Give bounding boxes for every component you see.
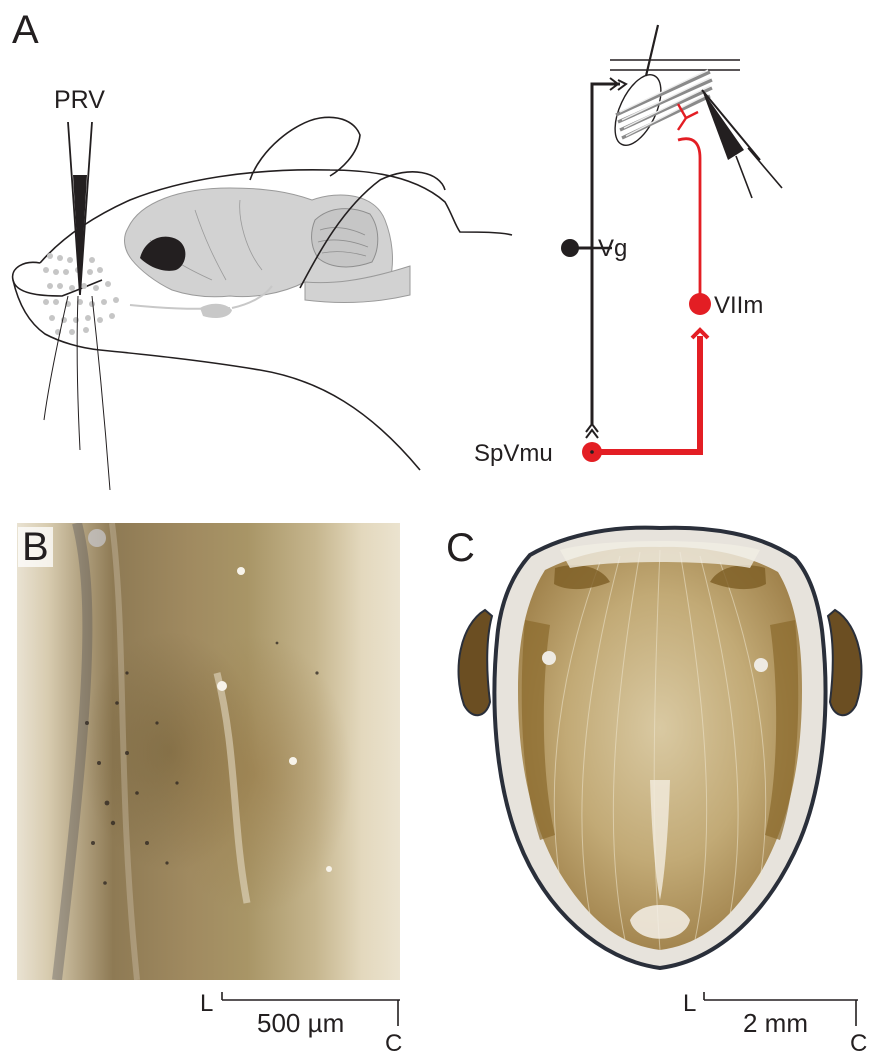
left-flap: [459, 610, 492, 715]
stim-electrode: [702, 90, 782, 198]
scale-bar-b-caudal: C: [385, 1032, 402, 1056]
scale-bar-c-value: 2 mm: [743, 1010, 808, 1036]
right-flap: [828, 610, 861, 715]
vg-label: Vg: [598, 237, 627, 261]
scale-bar-b-lateral: L: [200, 992, 213, 1016]
scale-bar-b-value: 500 µm: [257, 1010, 344, 1036]
histology-image-b: [17, 523, 400, 980]
pipette-drawing: [68, 122, 92, 295]
spvmu-label: SpVmu: [474, 442, 553, 466]
viim-label: VIIm: [714, 294, 763, 318]
histology-image-c: [450, 520, 869, 980]
rat-head-drawing: [0, 110, 520, 490]
scale-bar-c-lateral: L: [683, 992, 696, 1016]
motor-pathway: [592, 104, 708, 452]
viim-cell: [689, 293, 711, 315]
panel-b-letter: B: [18, 527, 53, 567]
whiskers: [44, 296, 110, 490]
panel-a-letter: A: [12, 10, 39, 50]
scale-bar-c-caudal: C: [850, 1032, 867, 1056]
